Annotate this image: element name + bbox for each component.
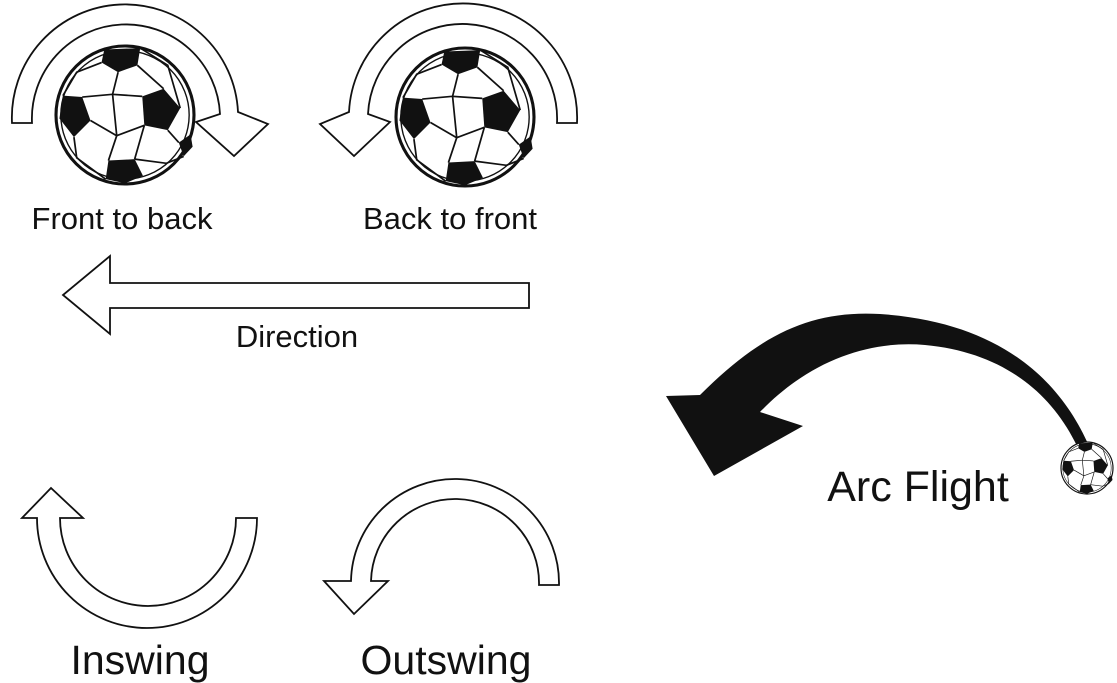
back-to-front-label: Back to front — [362, 201, 538, 236]
soccer-ball-icon — [1061, 442, 1113, 494]
soccer-ball-icon — [56, 46, 194, 184]
outswing-label: Outswing — [360, 637, 532, 683]
direction-label: Direction — [235, 319, 359, 354]
inswing-label: Inswing — [70, 637, 210, 683]
arc-flight-label: Arc Flight — [827, 463, 1009, 511]
direction-arrow-icon — [61, 254, 530, 336]
front-to-back-arrow-icon — [11, 3, 270, 158]
soccer-ball-icon — [396, 48, 534, 186]
inswing-arrow-icon — [19, 486, 258, 629]
arc-flight-arrow-icon — [666, 313, 1089, 476]
outswing-arrow-icon — [321, 478, 560, 616]
back-to-front-arrow-icon — [318, 2, 578, 158]
front-to-back-label: Front to back — [31, 201, 213, 236]
